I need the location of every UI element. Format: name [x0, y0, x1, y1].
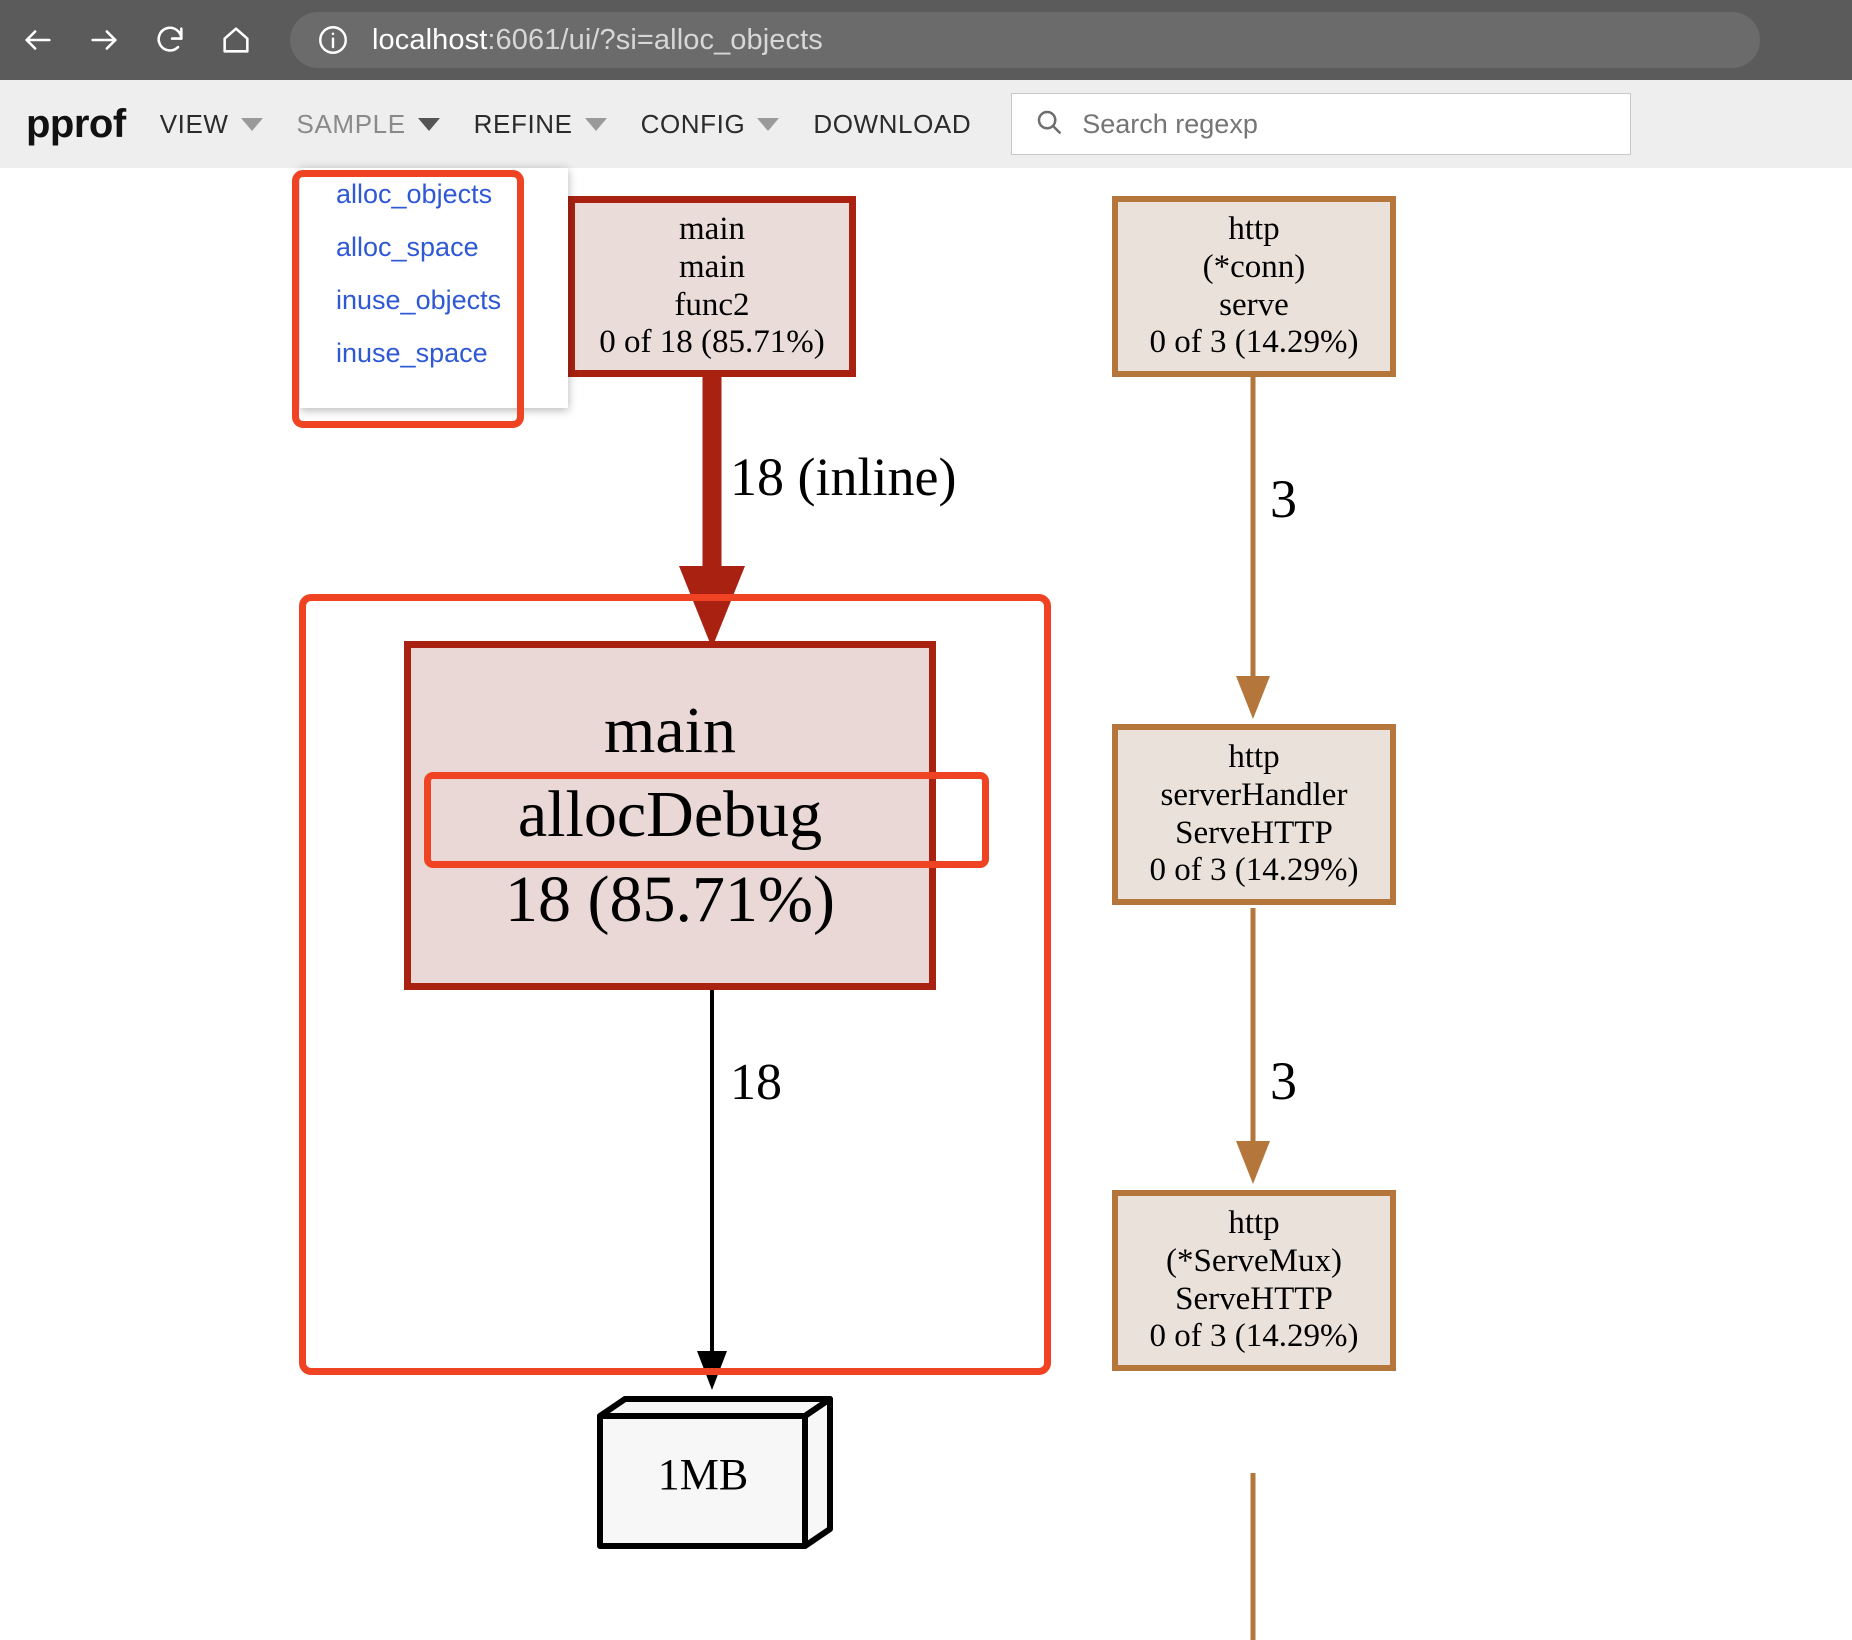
address-bar-url: localhost:6061/ui/?si=alloc_objects [372, 24, 823, 57]
menu-sample-label: SAMPLE [296, 108, 406, 139]
edge-label-line: 18 [730, 447, 784, 507]
edge-label-conn-to-serverhandler: 3 [1270, 468, 1390, 530]
node-line: 0 of 3 (14.29%) [1149, 1318, 1359, 1355]
url-path: :6061/ui/?si=alloc_objects [487, 23, 823, 56]
edge-label-line: 3 [1270, 1051, 1297, 1111]
search-input[interactable]: Search regexp [1011, 93, 1632, 155]
url-host: localhost [372, 23, 488, 56]
menu-view[interactable]: VIEW [160, 109, 263, 140]
node-line: 1MB [658, 1450, 748, 1499]
chevron-down-icon [417, 117, 440, 131]
sample-option-inuse-objects[interactable]: inuse_objects [336, 285, 502, 315]
site-info-icon[interactable] [316, 23, 350, 57]
node-line: http [1228, 211, 1280, 248]
browser-chrome: localhost:6061/ui/?si=alloc_objects [0, 0, 1852, 80]
search-icon [1034, 107, 1064, 142]
menu-refine[interactable]: REFINE [474, 109, 607, 140]
edge-label-line: 18 [730, 1054, 782, 1111]
menu-config-label: CONFIG [640, 108, 746, 139]
sample-option-alloc-objects[interactable]: alloc_objects [336, 179, 493, 209]
box3d-shape: 1MB [597, 1396, 833, 1549]
node-line: http [1228, 1205, 1280, 1242]
node-http-serverhandler[interactable]: http serverHandler ServeHTTP 0 of 3 (14.… [1112, 724, 1396, 905]
menu-refine-label: REFINE [473, 108, 573, 139]
node-line: main [679, 248, 745, 285]
forward-icon[interactable] [76, 12, 132, 68]
node-line: 0 of 3 (14.29%) [1149, 324, 1359, 361]
node-tag-1mb[interactable]: 1MB [595, 1394, 835, 1554]
chevron-down-icon [584, 117, 607, 131]
edge-label-allocdebug-to-1mb: 18 [730, 1053, 850, 1112]
chevron-down-icon [757, 117, 780, 131]
node-line: 0 of 18 (85.71%) [599, 324, 825, 361]
node-line: serverHandler [1160, 776, 1348, 813]
node-line: 18 (85.71%) [505, 862, 835, 936]
address-bar[interactable]: localhost:6061/ui/?si=alloc_objects [290, 12, 1760, 68]
pprof-logo: pprof [26, 101, 126, 146]
menu-sample[interactable]: SAMPLE [297, 109, 440, 140]
node-line: serve [1219, 286, 1289, 323]
edge-allocdebug-to-1mb [697, 990, 727, 1390]
node-line: main [679, 211, 745, 248]
edge-conn-to-serverhandler [1236, 377, 1270, 719]
node-line: (*ServeMux) [1166, 1242, 1342, 1279]
node-line: func2 [674, 286, 750, 323]
sample-option-inuse-space[interactable]: inuse_space [336, 338, 488, 368]
back-icon[interactable] [10, 12, 66, 68]
node-main-func2[interactable]: main main func2 0 of 18 (85.71%) [568, 196, 856, 377]
pprof-toolbar: pprof VIEW SAMPLE REFINE CONFIG DOWNLOAD… [0, 80, 1852, 168]
sample-option-alloc-space[interactable]: alloc_space [336, 232, 479, 262]
edge-main-to-allocdebug [679, 377, 745, 648]
menu-config[interactable]: CONFIG [641, 109, 780, 140]
menu-download-label: DOWNLOAD [813, 108, 972, 139]
node-http-servemux[interactable]: http (*ServeMux) ServeHTTP 0 of 3 (14.29… [1112, 1190, 1396, 1371]
menu-view-label: VIEW [159, 108, 229, 139]
home-icon[interactable] [208, 12, 264, 68]
node-line: main [604, 693, 736, 767]
edge-label-line: 3 [1270, 469, 1297, 529]
edge-serverhandler-to-servemux [1236, 908, 1270, 1184]
node-main-allocdebug[interactable]: main allocDebug 18 (85.71%) [404, 641, 936, 990]
edge-label-serverhandler-to-servemux: 3 [1270, 1050, 1390, 1112]
profile-graph: main main func2 0 of 18 (85.71%) http (*… [0, 168, 1852, 1640]
node-line: allocDebug [517, 778, 823, 852]
menu-download[interactable]: DOWNLOAD [813, 109, 971, 140]
node-line: ServeHTTP [1175, 1280, 1333, 1317]
edge-label-line: (inline) [797, 447, 957, 507]
node-line: ServeHTTP [1175, 814, 1333, 851]
node-line: http [1228, 739, 1280, 776]
edge-label-main-to-allocdebug: 18 (inline) [730, 446, 960, 510]
node-line: (*conn) [1202, 248, 1306, 285]
reload-icon[interactable] [142, 12, 198, 68]
node-line: 0 of 3 (14.29%) [1149, 852, 1359, 889]
search-placeholder: Search regexp [1082, 108, 1258, 139]
sample-dropdown-menu[interactable]: alloc_objects alloc_space inuse_objects … [300, 168, 568, 408]
chevron-down-icon [240, 117, 263, 131]
node-http-conn-serve[interactable]: http (*conn) serve 0 of 3 (14.29%) [1112, 196, 1396, 377]
